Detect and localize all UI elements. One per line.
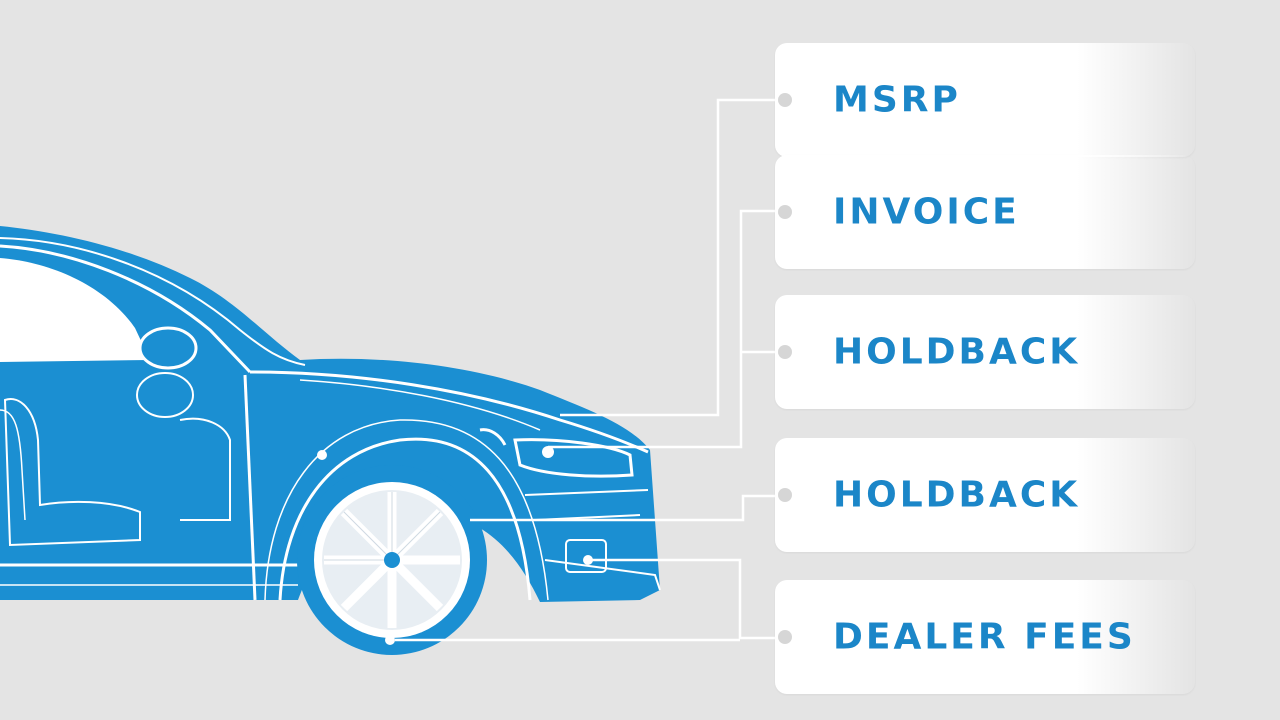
callout-dot [778, 488, 792, 502]
door-line [243, 374, 257, 601]
connector-dot-1 [317, 450, 327, 460]
connector-dot-2 [583, 555, 593, 565]
callout-card-invoice: INVOICE [775, 155, 1195, 269]
callout-label-dealer-fees: DEALER FEES [833, 616, 1136, 658]
callout-dot [778, 345, 792, 359]
hood-crease [299, 379, 541, 431]
hood-line [249, 370, 649, 454]
leader-line-msrp [560, 98, 785, 417]
callout-dot [778, 630, 792, 644]
headlight-bulb [542, 446, 554, 458]
callout-card-holdback-1: HOLDBACK [775, 295, 1195, 409]
seat [3, 398, 141, 547]
front-wheel [297, 465, 487, 655]
roof-line [0, 237, 306, 366]
leader-line-holdback-2 [470, 494, 785, 522]
callout-label-holdback-2: HOLDBACK [833, 474, 1081, 516]
callout-card-holdback-2: HOLDBACK [775, 438, 1195, 552]
wheel-arch [278, 437, 532, 601]
steering-wheel [136, 372, 194, 418]
wheel-arch-outer [264, 419, 549, 601]
callout-label-holdback-1: HOLDBACK [833, 331, 1081, 373]
window-frame-line [0, 244, 252, 374]
leader-line-invoice [548, 209, 785, 449]
callout-dot [778, 93, 792, 107]
callout-dot [778, 205, 792, 219]
dashboard [179, 417, 231, 521]
callout-card-msrp: MSRP [775, 43, 1195, 157]
callout-label-msrp: MSRP [833, 79, 961, 121]
fog-light [565, 539, 607, 573]
seat-back [0, 409, 26, 521]
connector-dot-3 [385, 635, 395, 645]
leader-line-dealer-fees [590, 558, 785, 640]
side-mirror [138, 326, 198, 370]
fender-vent [479, 428, 507, 446]
leader-lines [395, 98, 785, 642]
callout-card-dealer-fees: DEALER FEES [775, 580, 1195, 694]
car-window [0, 258, 150, 362]
car-body [0, 226, 660, 602]
callout-label-invoice: INVOICE [833, 191, 1020, 233]
